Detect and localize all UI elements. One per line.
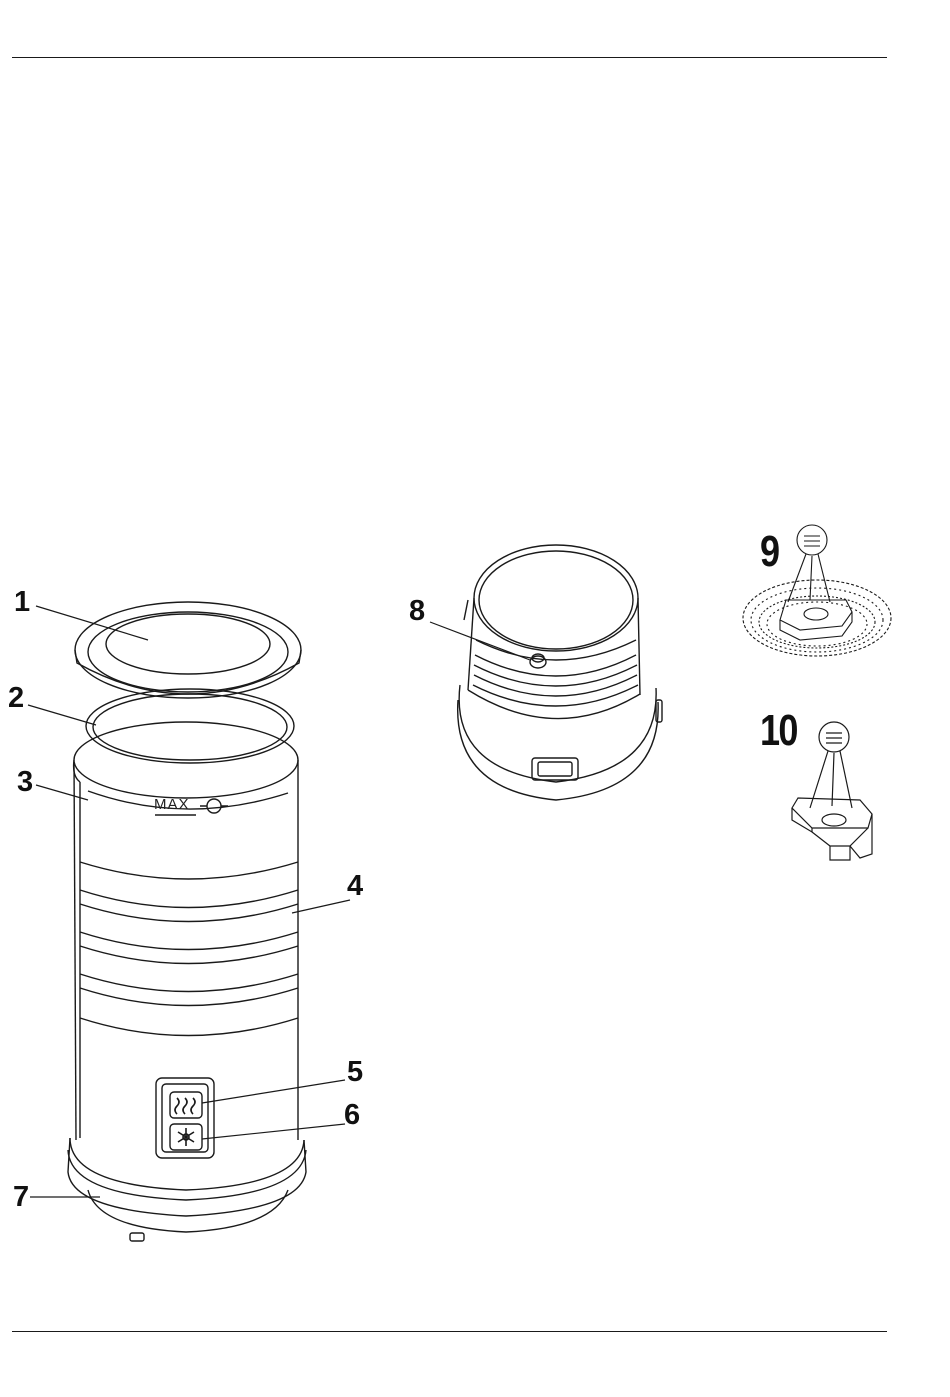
callout-5: 5 [347, 1058, 363, 1087]
callout-2: 2 [8, 684, 24, 713]
frother-jug [68, 602, 306, 1241]
callout-8: 8 [409, 597, 425, 626]
callout-4: 4 [347, 872, 363, 901]
open-jug-top-view [458, 545, 662, 800]
max-fill-mark: MAX [154, 796, 190, 813]
callout-10: 10 [760, 709, 797, 753]
callout-1: 1 [14, 588, 30, 617]
callout-7: 7 [13, 1183, 29, 1212]
lid [75, 602, 301, 698]
snowflake-icon [178, 1128, 194, 1146]
whisk-without-spring [792, 722, 872, 860]
heat-wave-icon [175, 1098, 195, 1114]
lid-seal [86, 689, 294, 763]
callout-9: 9 [760, 530, 778, 574]
callout-6: 6 [344, 1101, 360, 1130]
callout-3: 3 [17, 768, 33, 797]
